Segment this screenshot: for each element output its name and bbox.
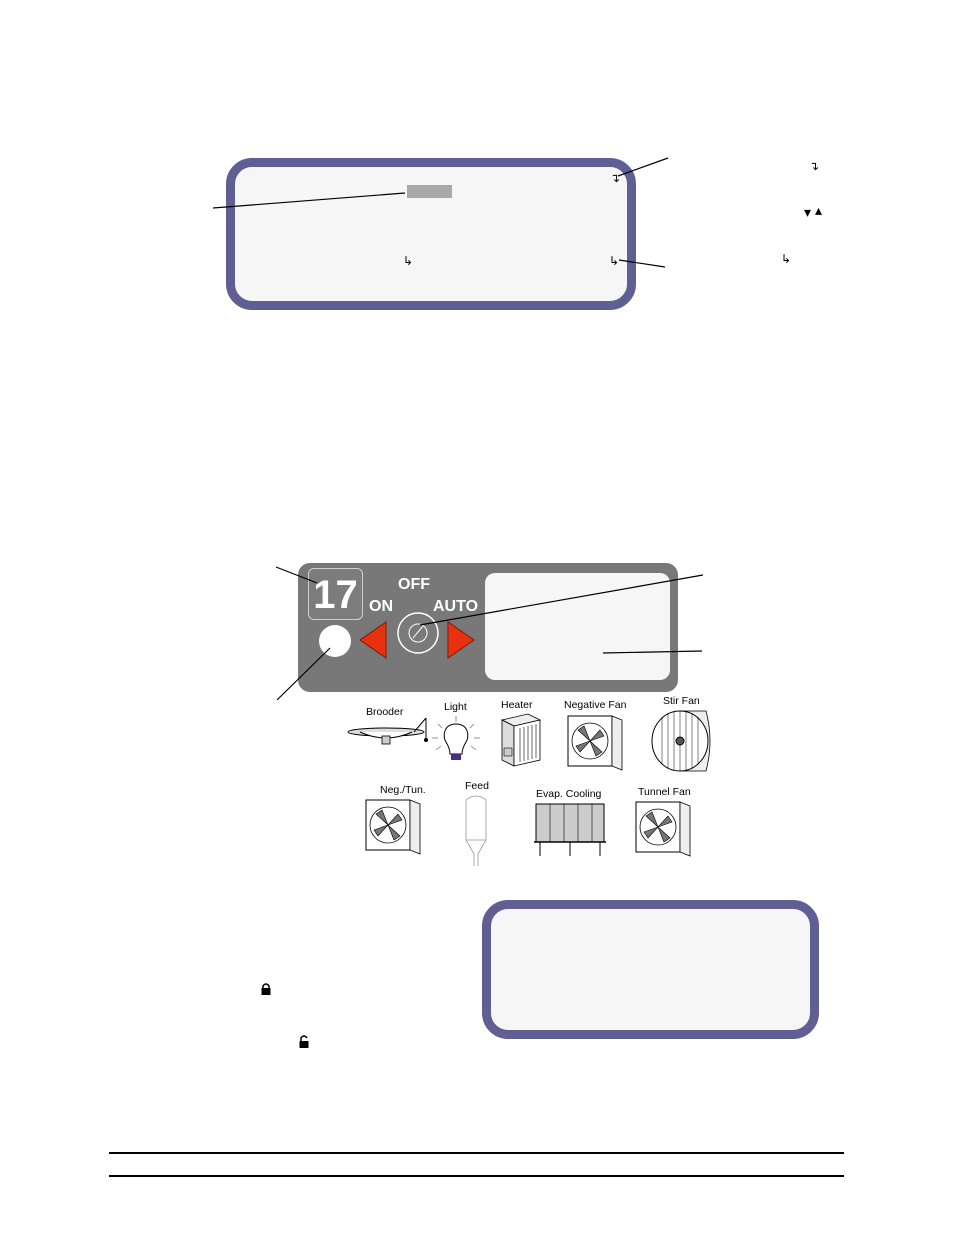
lock-open-icon [299,1035,309,1048]
output-number-display: 17 [308,568,363,620]
evap-cooling-icon [534,803,606,856]
light-bulb-icon [432,716,480,760]
enter-right-glyph: ↳ [403,254,414,268]
enter-down-glyph: ↴ [809,159,820,173]
panel-lcd-screen [485,573,670,680]
brooder-label: Brooder [366,706,404,718]
arrow-down-glyph: ▾ [804,205,812,221]
lcd-screen-top [226,158,636,310]
footer-rule-top [109,1152,844,1154]
tunnel-fan-icon [635,801,691,857]
enter-right-glyph: ↳ [781,252,792,266]
lcd-screen-bottom [482,900,819,1039]
neg-tun-fan-icon [365,799,421,855]
tunnel-fan-label: Tunnel Fan [638,786,691,798]
lock-closed-icon [261,983,271,995]
brooder-icon [347,717,428,745]
feed-silo-icon [465,795,487,866]
footer-rule-bottom [109,1175,844,1177]
feed-label: Feed [465,780,489,792]
neg-tun-label: Neg./Tun. [380,784,426,796]
stir-fan-icon [651,710,711,772]
light-label: Light [444,701,467,713]
evap-cooling-label: Evap. Cooling [536,788,602,800]
heater-label: Heater [501,699,533,711]
enter-down-glyph: ↴ [610,171,621,185]
mode-off-label: OFF [398,576,430,593]
stir-fan-label: Stir Fan [663,695,700,707]
negative-fan-icon [567,715,623,771]
heater-icon [500,713,542,767]
enter-right-glyph: ↳ [609,254,620,268]
negative-fan-label: Negative Fan [564,699,627,711]
mode-selector-knob[interactable] [395,610,441,656]
right-arrow-button[interactable] [446,620,476,660]
mode-on-label: ON [369,598,393,615]
left-arrow-button[interactable] [358,620,388,660]
status-light-button[interactable] [319,625,351,657]
lcd-cursor-highlight [407,185,452,198]
arrow-up-glyph: ▴ [815,203,823,219]
